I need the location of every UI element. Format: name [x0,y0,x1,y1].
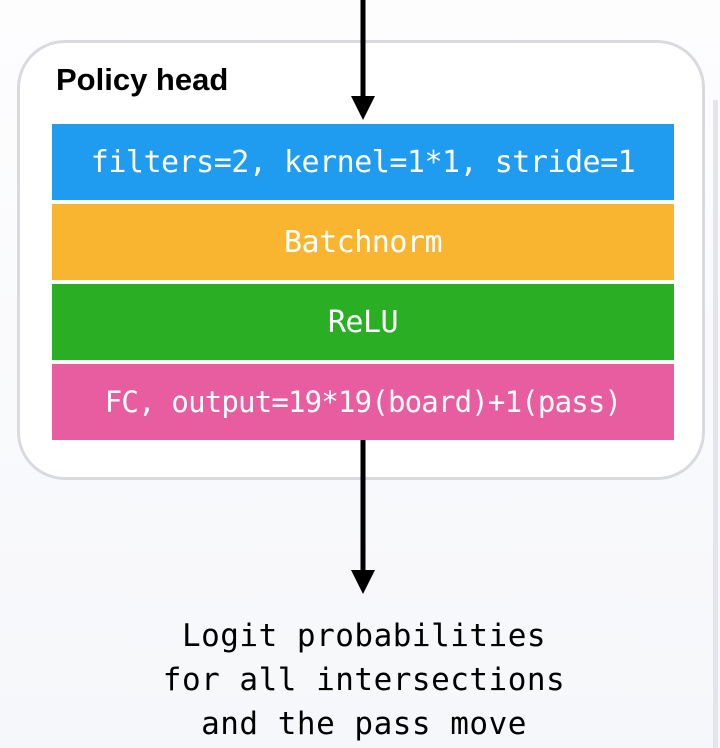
output-caption-line: Logit probabilities [181,618,547,654]
batchnorm-layer-block: Batchnorm [52,204,674,280]
conv-layer-block: filters=2, kernel=1*1, stride=1 [52,124,674,200]
output-arrow-head [351,570,375,594]
output-caption: Logit probabilities for all intersection… [110,614,618,746]
output-caption-line: and the pass move [201,706,527,742]
fc-layer-block: FC, output=19*19(board)+1(pass) [52,364,674,440]
output-caption-line: for all intersections [162,662,566,698]
relu-layer-block: ReLU [52,284,674,360]
adjacent-panel-edge [713,100,718,748]
policy-head-title: Policy head [56,62,229,97]
